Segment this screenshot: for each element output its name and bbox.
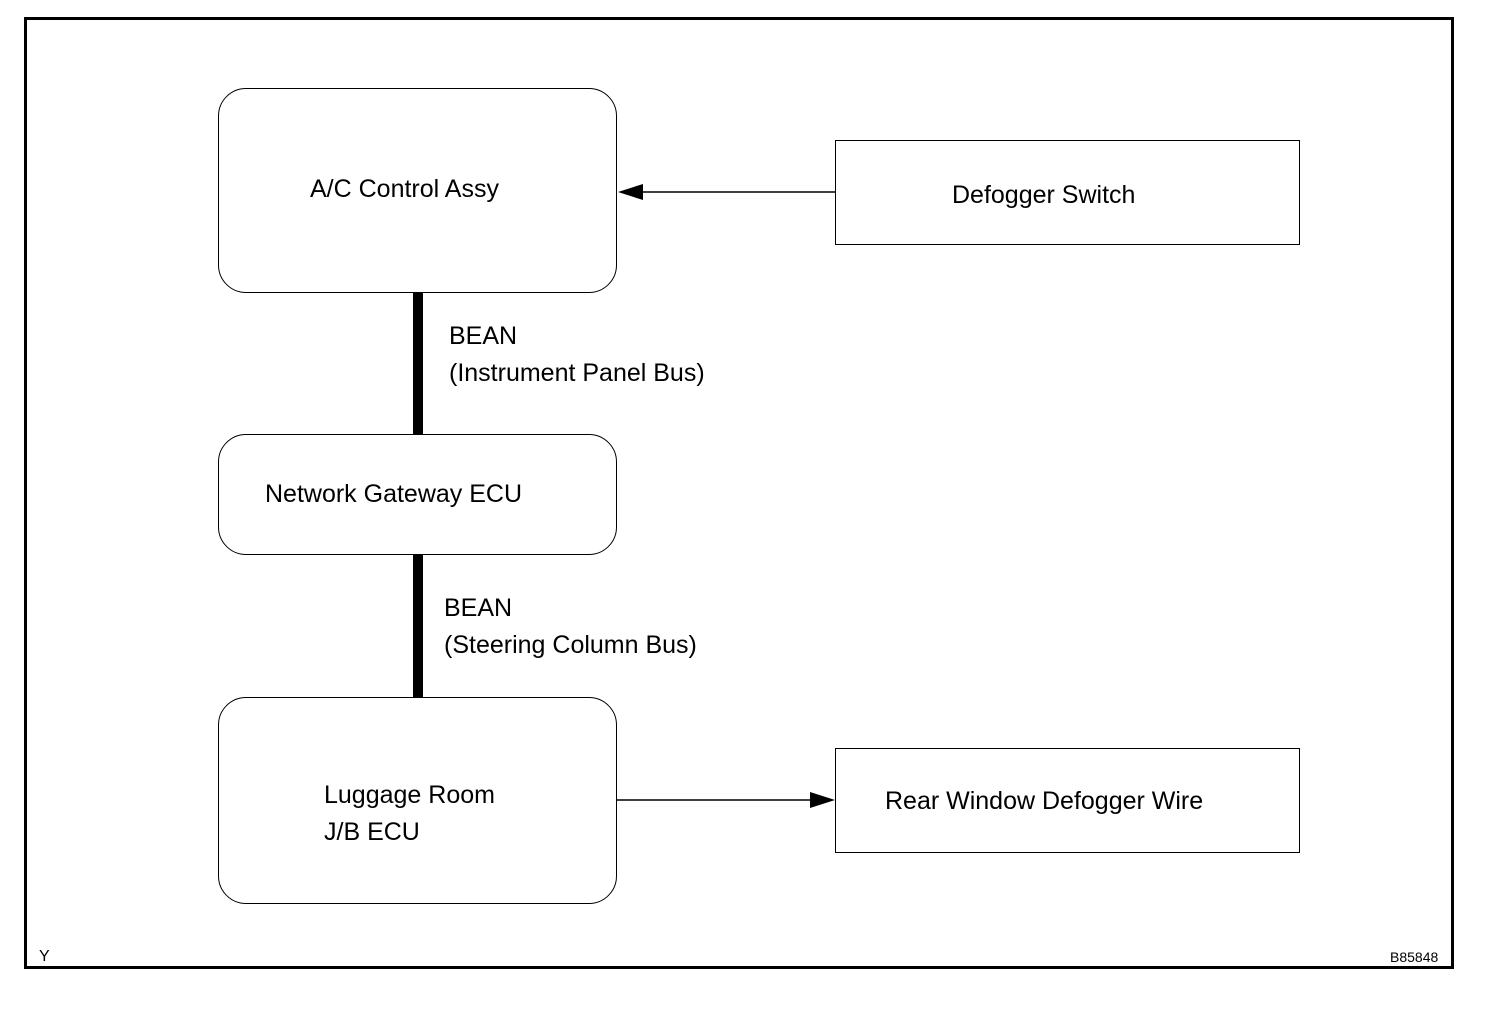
luggage-room-label: Luggage Room [324, 781, 495, 809]
rear-window-defogger-wire-box: Rear Window Defogger Wire [835, 748, 1300, 853]
instrument-panel-bus-line [413, 293, 423, 435]
ac-control-assy-label: A/C Control Assy [310, 175, 499, 203]
ac-control-assy-box: A/C Control Assy [218, 88, 617, 293]
diagram-frame [24, 17, 1454, 969]
luggage-room-jb-ecu-box: Luggage Room J/B ECU [218, 697, 617, 904]
rear-window-defogger-wire-label: Rear Window Defogger Wire [885, 787, 1204, 815]
steering-column-bus-line [413, 555, 423, 698]
network-gateway-ecu-label: Network Gateway ECU [265, 480, 523, 508]
defogger-switch-box: Defogger Switch [835, 140, 1300, 245]
defogger-switch-label: Defogger Switch [952, 181, 1136, 209]
lower-bus-description: (Steering Column Bus) [444, 631, 697, 659]
figure-id-mark: B85848 [1390, 949, 1439, 965]
lower-bus-name: BEAN [444, 594, 513, 622]
jb-ecu-label: J/B ECU [324, 818, 420, 846]
upper-bus-name: BEAN [449, 322, 518, 350]
corner-mark-left: Y [39, 948, 50, 965]
upper-bus-description: (Instrument Panel Bus) [449, 359, 705, 387]
network-gateway-ecu-box: Network Gateway ECU [218, 434, 617, 555]
